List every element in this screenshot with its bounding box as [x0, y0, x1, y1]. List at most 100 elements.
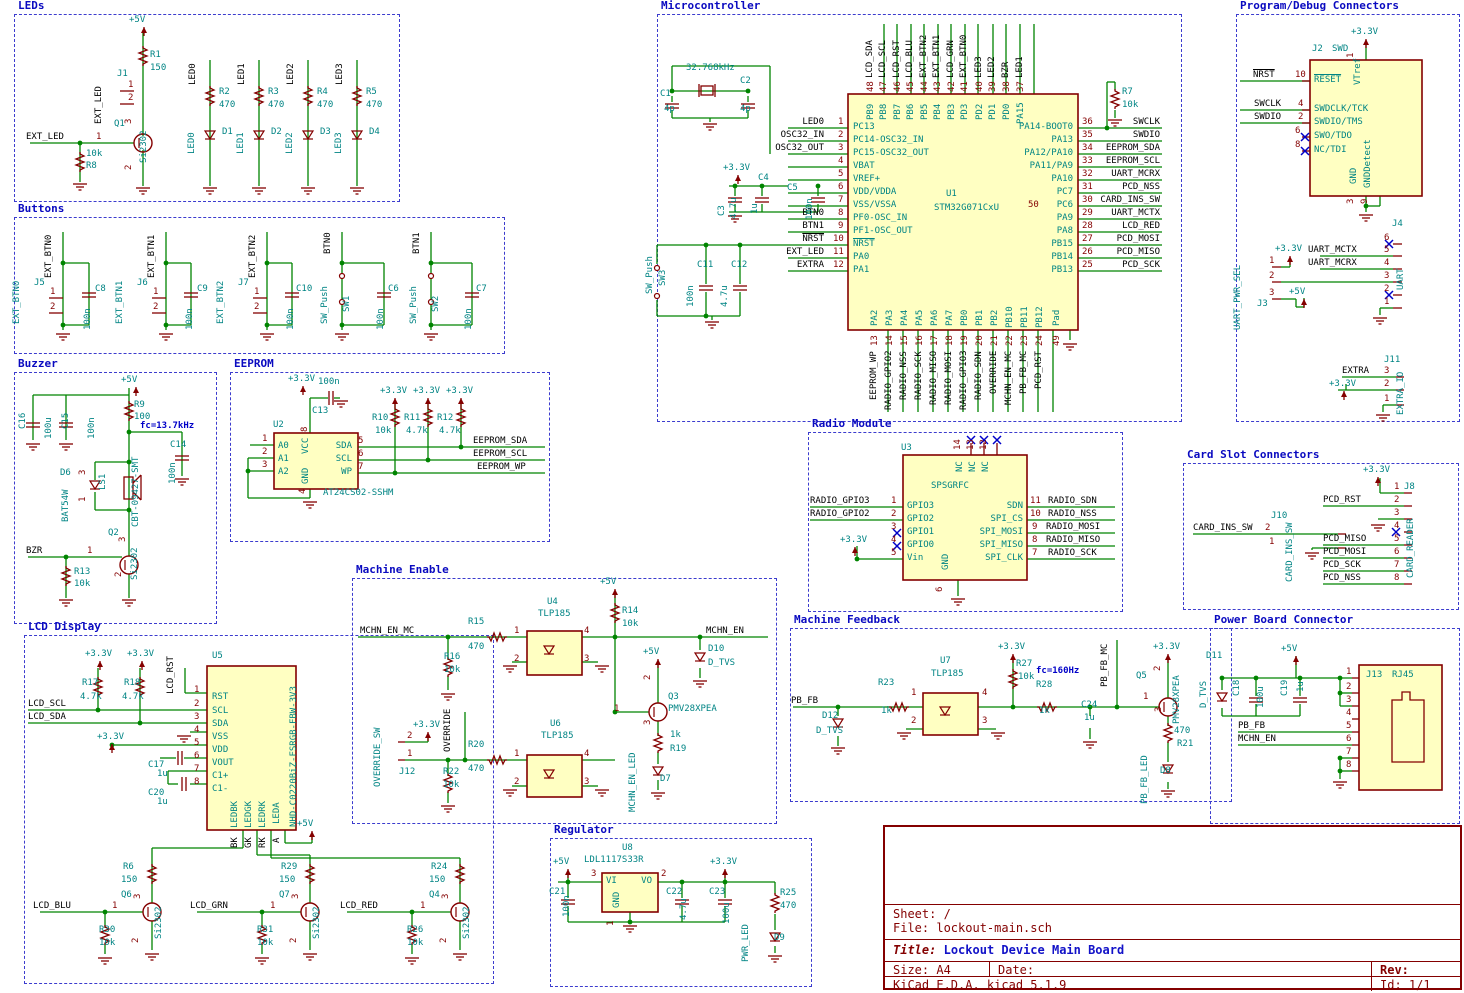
- net-label: PB_FB: [1238, 721, 1266, 731]
- title-label: Title:: [893, 943, 937, 957]
- section-mcu: [657, 14, 1182, 422]
- pin-number: 35: [1082, 130, 1093, 140]
- component-text: Q1: [114, 119, 125, 129]
- pin-number: 10: [1295, 70, 1306, 80]
- component-text: +3.3V: [380, 386, 408, 396]
- net-label: UART_MCRX: [1111, 169, 1160, 179]
- component-text: R19: [670, 744, 687, 754]
- component-text: D2: [271, 127, 282, 137]
- component-text: VDD/VDDA: [853, 187, 897, 197]
- net-label: MCHN_EN: [706, 626, 744, 636]
- section-title-pbc: Power Board Connector: [1214, 613, 1354, 626]
- note: fc=160Hz: [1036, 666, 1080, 676]
- net-label: NRST: [802, 234, 824, 244]
- generator-version: KiCad E.D.A. kicad 5.1.9: [893, 978, 1067, 992]
- net-label: LCD_SDA: [28, 712, 66, 722]
- pin-number: 15: [900, 335, 910, 346]
- component-text: +3.3V: [1275, 244, 1303, 254]
- net-label: EXT_BTN0: [959, 34, 969, 78]
- component-text: RST: [212, 692, 229, 702]
- component-text: R12: [437, 413, 454, 423]
- component-text: C1+: [212, 771, 229, 781]
- component-text: R26: [407, 925, 424, 935]
- component-text: 100n: [562, 895, 572, 917]
- net-label: LED3: [335, 63, 345, 85]
- component-text: +5V: [643, 647, 660, 657]
- net-label: EXT_BTN1: [932, 34, 942, 78]
- pin-number: 3: [262, 460, 268, 470]
- component-text: 32.768kHz: [686, 63, 735, 73]
- section-buttons: [14, 217, 505, 354]
- component-text: R21: [1177, 739, 1194, 749]
- net-label: BTN0: [802, 208, 824, 218]
- component-text: VDD: [212, 745, 229, 755]
- component-text: C5: [787, 183, 798, 193]
- component-text: R16: [444, 652, 461, 662]
- pin-number: 45: [906, 81, 916, 92]
- pin-number: 49: [1052, 335, 1062, 346]
- net-label: SWDIO: [1254, 112, 1282, 122]
- component-text: VOUT: [212, 758, 234, 768]
- pin-number: 4: [838, 156, 844, 166]
- pin-number: 42: [947, 81, 957, 92]
- component-text: U3: [901, 443, 912, 453]
- component-text: PA5: [915, 309, 925, 326]
- component-text: SPI_CS: [990, 514, 1023, 524]
- component-text: 470: [366, 100, 383, 110]
- component-text: SWDCLK/TCK: [1314, 104, 1369, 114]
- component-text: SPI_MOSI: [979, 527, 1023, 537]
- component-text: J12: [399, 767, 416, 777]
- component-text: PB_FB_LED: [1140, 755, 1150, 804]
- pin-number: 8: [194, 777, 200, 787]
- component-text: SWDIO/TMS: [1314, 117, 1363, 127]
- component-text: A1: [278, 454, 289, 464]
- component-text: C17: [148, 760, 165, 770]
- component-text: SPI_MISO: [979, 540, 1023, 550]
- component-text: D6: [60, 468, 71, 478]
- pin-number: 12: [979, 439, 989, 450]
- component-text: C20: [148, 788, 165, 798]
- net-label: RADIO_NSS: [1048, 509, 1097, 519]
- net-label: LCD_BLU: [905, 40, 915, 78]
- component-text: C21: [549, 887, 566, 897]
- net-label: BTN1: [412, 232, 422, 254]
- pin-number: 2: [128, 93, 134, 103]
- component-text: +5V: [1289, 287, 1306, 297]
- pin-number: 6: [358, 449, 364, 459]
- pin-number: 36: [1082, 117, 1093, 127]
- section-leds: [14, 14, 400, 202]
- component-text: U2: [273, 420, 284, 430]
- component-text: VBAT: [853, 161, 875, 171]
- component-text: A2: [278, 467, 289, 477]
- component-text: LED1: [236, 132, 246, 154]
- component-text: R28: [1036, 680, 1053, 690]
- component-text: C6: [388, 284, 399, 294]
- component-text: LEDRK: [258, 800, 268, 828]
- net-label: LCD_RST: [166, 656, 176, 694]
- component-text: PC13: [853, 122, 875, 132]
- title-block: Sheet: / File: lockout-main.sch Title: L…: [883, 825, 1462, 992]
- component-text: R3: [268, 87, 279, 97]
- pin-number: 11: [833, 247, 844, 257]
- net-label: EEPROM_SDA: [473, 436, 528, 446]
- pin-number: 1: [128, 80, 134, 90]
- net-label: RADIO_SDN: [974, 351, 984, 400]
- section-title-me: Machine Enable: [356, 563, 449, 576]
- component-text: C14: [170, 440, 187, 450]
- component-text: +3.3V: [998, 642, 1026, 652]
- pin-number: 1: [1384, 297, 1390, 307]
- pin-number: 3: [1346, 198, 1356, 204]
- pin-number: 2: [1153, 665, 1163, 671]
- pin-number: 2: [1298, 112, 1304, 122]
- section-me: [352, 578, 777, 824]
- component-text: C24: [1081, 700, 1098, 710]
- component-text: 150: [121, 875, 138, 885]
- component-text: R8: [86, 161, 97, 171]
- pin-number: 40: [975, 81, 985, 92]
- component-text: WP: [341, 467, 352, 477]
- component-text: 470: [268, 100, 285, 110]
- component-text: 4.7k: [80, 692, 102, 702]
- component-text: 100n: [83, 308, 93, 330]
- component-text: +3.3V: [288, 374, 316, 384]
- component-text: R17: [82, 678, 99, 688]
